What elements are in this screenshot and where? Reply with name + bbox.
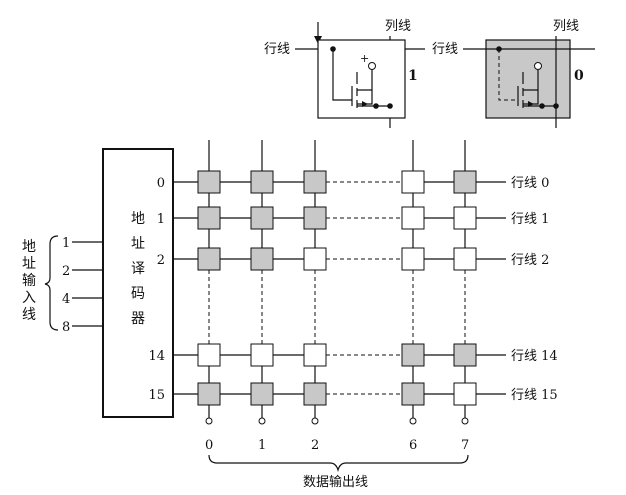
memory-cell-filled (250, 382, 274, 406)
decoder-char-4: 码 (131, 286, 145, 302)
legend-left-terminal (368, 62, 376, 70)
addr-label-2: 2 (62, 264, 70, 279)
memory-cell-empty (453, 382, 477, 406)
legend-left-plus: + (360, 52, 369, 65)
row-index-label: 15 (148, 388, 165, 403)
memory-cell-empty (303, 247, 327, 271)
legend-right-gate-wire (498, 49, 518, 101)
column-label: 1 (258, 438, 266, 453)
addr-title-char-4: 入 (22, 290, 36, 306)
decoder-box (102, 148, 174, 418)
legend-left-bit: 1 (408, 68, 418, 84)
legend-right-dot1 (539, 103, 545, 109)
column-label: 2 (311, 438, 319, 453)
row-line-label: 行线 1 (511, 212, 549, 227)
memory-cell-filled (453, 170, 477, 194)
memory-cell-empty (250, 343, 274, 367)
addr-label-1: 1 (62, 236, 70, 251)
addr-title-char-1: 地 (22, 239, 36, 255)
decoder-char-5: 器 (131, 311, 145, 327)
addr-title-char-2: 址 (22, 256, 36, 272)
column-output-terminal (258, 417, 266, 425)
memory-cell-empty (401, 247, 425, 271)
legend-left-gate-wire (332, 49, 352, 101)
memory-cell-filled (197, 247, 221, 271)
memory-cell-empty (453, 247, 477, 271)
addr-brace (44, 235, 59, 331)
row-line-label: 行线 2 (511, 253, 549, 268)
address-decoder: 地 址 译 码 器 (102, 148, 174, 418)
memory-cell-filled (250, 170, 274, 194)
memory-cell-filled (303, 170, 327, 194)
memory-cell-empty (453, 206, 477, 230)
row-line-label: 行线 0 (511, 176, 549, 191)
memory-cell-filled (401, 382, 425, 406)
legend-cell-1: 行线 列线 + 1 (264, 19, 425, 128)
memory-cell-filled (303, 206, 327, 230)
memory-cell-filled (401, 343, 425, 367)
addr-label-8: 8 (62, 320, 70, 335)
legend-left-dot1 (373, 103, 379, 109)
memory-cell-filled (453, 343, 477, 367)
memory-cell-empty (197, 343, 221, 367)
decoder-char-1: 地 (131, 211, 145, 227)
column-output-terminal (461, 417, 469, 425)
decoder-char-3: 译 (131, 261, 145, 277)
memory-cell-empty (303, 343, 327, 367)
row-index-label: 2 (157, 253, 165, 268)
row-index-label: 0 (157, 176, 165, 191)
memory-cell-filled (197, 206, 221, 230)
legend-left-row-label: 行线 (264, 42, 290, 57)
memory-cell-filled (250, 247, 274, 271)
addr-label-4: 4 (62, 292, 70, 307)
column-label: 7 (461, 438, 469, 453)
legend-cell-0: 行线 列线 0 (432, 19, 595, 128)
legend-right-row-label: 行线 (432, 42, 458, 57)
column-output-terminal (311, 417, 319, 425)
memory-cell-filled (197, 382, 221, 406)
row-line-label: 行线 14 (511, 349, 558, 364)
addr-title-char-3: 输 (22, 273, 36, 289)
memory-cell-empty (401, 206, 425, 230)
addr-title-char-5: 线 (22, 307, 36, 323)
legend-right-bit: 0 (574, 68, 584, 84)
memory-cell-filled (250, 206, 274, 230)
memory-matrix: 0 1 2 6 7 0 行线 0 1 行线 1 2 行线 2 14 行线 14 15 行线 15 (148, 140, 558, 453)
row-index-label: 14 (148, 349, 165, 364)
column-output-terminal (409, 417, 417, 425)
legend-right-dot2 (553, 103, 559, 109)
legend-left-dot2 (387, 103, 393, 109)
address-inputs: 地 址 输 入 线 1 2 4 8 (22, 235, 103, 335)
legend-left-col-label: 列线 (385, 19, 411, 34)
row-index-label: 1 (157, 212, 165, 227)
column-output-terminal (205, 417, 213, 425)
memory-cell-filled (197, 170, 221, 194)
column-label: 6 (409, 438, 417, 453)
output-brace (208, 454, 469, 473)
legend-right-col-label: 列线 (553, 19, 579, 34)
memory-cell-filled (303, 382, 327, 406)
decoder-char-2: 址 (131, 236, 145, 252)
legend-right-terminal (534, 62, 542, 70)
memory-cell-empty (401, 170, 425, 194)
output-label: 数据输出线 (303, 474, 368, 490)
row-line-label: 行线 15 (511, 388, 558, 403)
column-label: 0 (205, 438, 213, 453)
